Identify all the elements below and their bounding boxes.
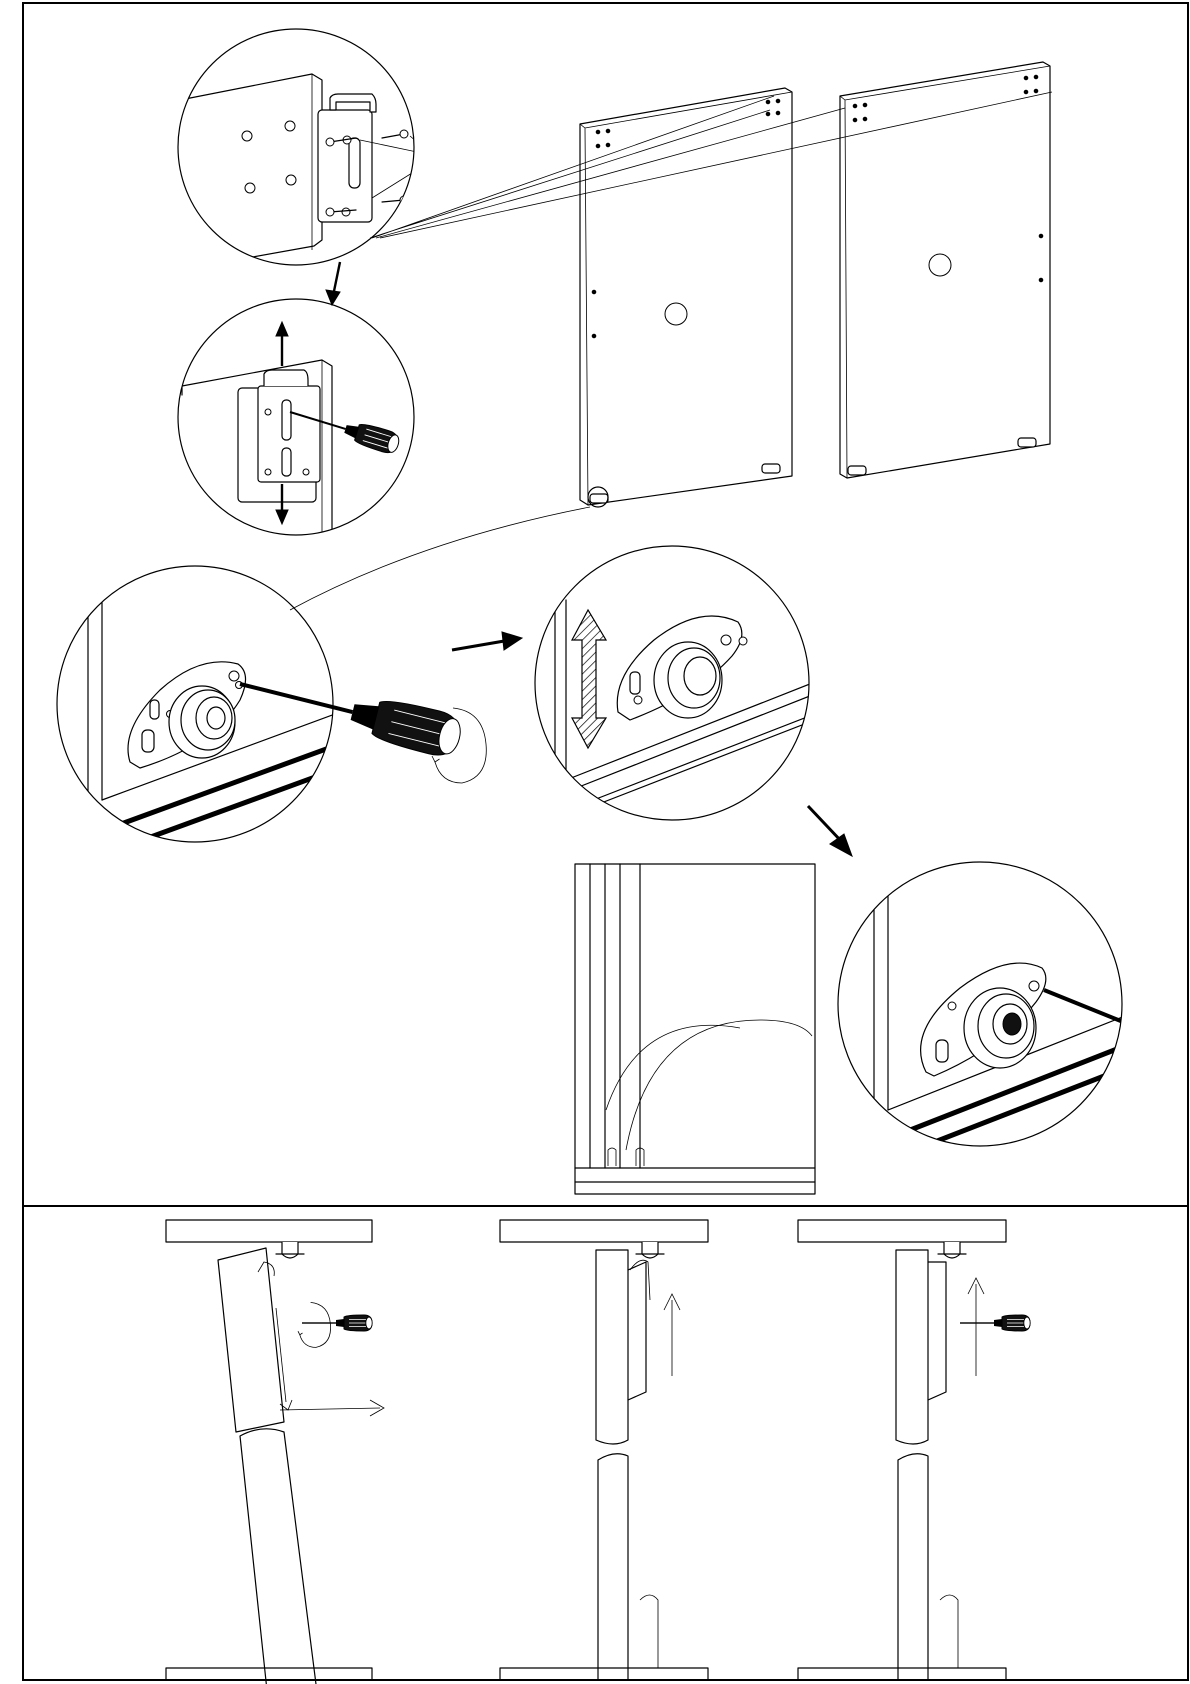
door-upper	[896, 1250, 928, 1444]
step-door-in-frame-detail	[575, 864, 815, 1194]
direction-arrow-icon	[326, 262, 340, 305]
step-lift-door-up	[500, 1220, 708, 1680]
bottom-track	[500, 1668, 708, 1680]
screwdriver-icon	[960, 1315, 1030, 1331]
guide-clip	[330, 94, 376, 112]
door-panel-left	[580, 88, 792, 507]
rotation-arrow-icon	[1112, 1026, 1170, 1106]
step-lock-top-guide	[798, 1220, 1030, 1680]
leader-lines-icon	[370, 92, 1052, 238]
top-track	[166, 1220, 372, 1242]
door-panel-right	[840, 62, 1050, 478]
top-track	[500, 1220, 708, 1242]
bottom-track	[166, 1668, 372, 1680]
rotation-arrow-icon	[298, 1302, 331, 1347]
step-panels-overview	[290, 62, 1050, 610]
step-raise-roller	[535, 546, 820, 820]
step-adjust-bracket-height	[178, 299, 438, 548]
step-tilt-door-into-track	[166, 1220, 384, 1684]
direction-arrow-icon	[808, 806, 852, 856]
top-bracket	[318, 110, 372, 222]
roller-wheel	[169, 686, 235, 758]
up-down-arrow-icon	[572, 610, 606, 748]
door-upper	[596, 1250, 628, 1444]
direction-arrow-icon	[452, 632, 522, 650]
step-tighten-bottom-roller	[838, 862, 1190, 1150]
screwdriver-icon	[302, 1315, 372, 1331]
step-loosen-bottom-roller	[57, 560, 486, 860]
rotation-arrow-icon	[402, 438, 438, 488]
bottom-track	[798, 1668, 1006, 1680]
top-track	[798, 1220, 1006, 1242]
screwdriver-icon	[1036, 970, 1190, 1095]
screwdriver-icon	[235, 663, 465, 760]
step-fit-top-bracket	[178, 29, 1052, 270]
